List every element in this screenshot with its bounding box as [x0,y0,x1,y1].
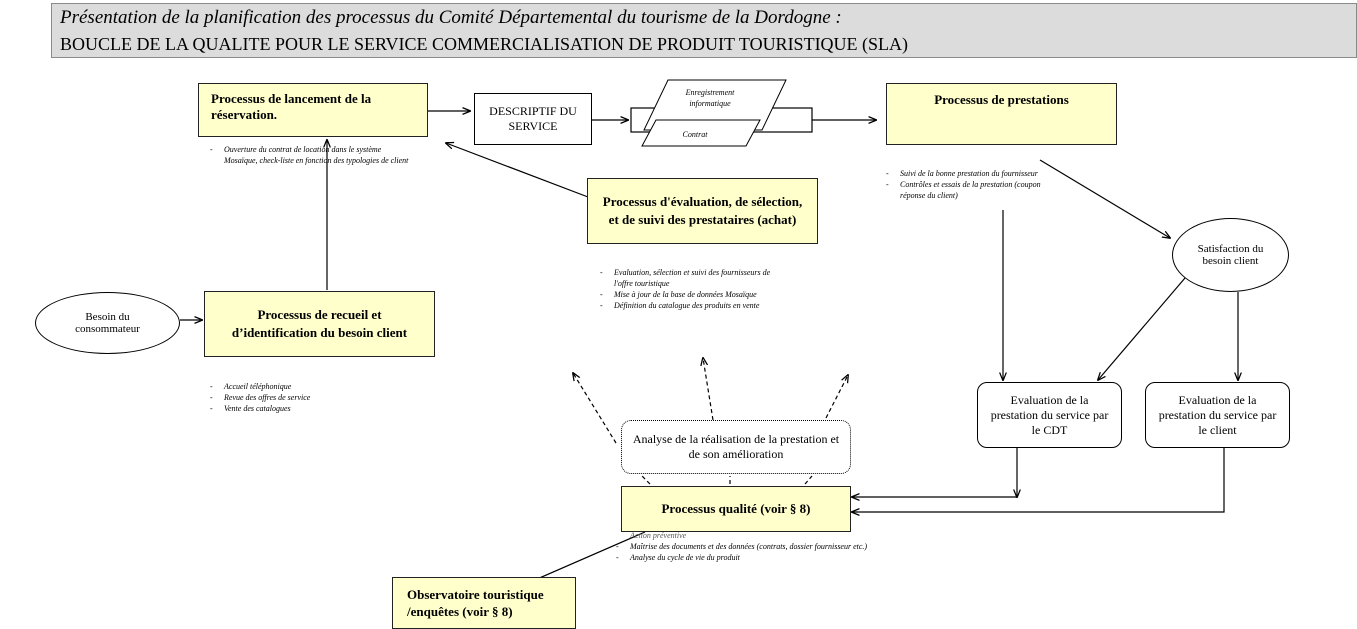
eval-client-box: Evaluation de la prestation du service p… [1145,382,1290,448]
observatoire-label: Observatoire touristique /enquêtes (voir… [407,587,544,619]
qualite-partial-note: Action préventive [630,531,687,540]
dashed-arrow-3 [825,375,848,419]
lancement-process-box: Processus de lancement de la réservation… [198,83,428,137]
qualite-process-box: Processus qualité (voir § 8) [621,486,851,532]
recueil-notes: Accueil téléphonique Revue des offres de… [210,381,360,414]
lancement-note: Ouverture du contrat de location dans le… [210,144,410,166]
contrat-label: Contrat [682,130,708,139]
qualite-note-2: Analyse du cycle de vie du produit [616,552,876,563]
recueil-note-3: Vente des catalogues [210,403,360,414]
descriptif-box: DESCRIPTIF DU SERVICE [474,93,592,145]
qualite-label: Processus qualité (voir § 8) [661,501,811,516]
besoin-label: Besoin du consommateur [75,311,140,335]
prestations-process-box: Processus de prestations [886,83,1117,145]
prestations-label: Processus de prestations [934,92,1069,107]
page-subtitle: BOUCLE DE LA QUALITE POUR LE SERVICE COM… [60,34,909,54]
qualite-note-1: Maîtrise des documents et des données (c… [616,541,876,552]
eval-cdt-box: Evaluation de la prestation du service p… [977,382,1122,448]
prestations-note-1: Suivi de la bonne prestation du fourniss… [886,168,1066,179]
header-banner: Présentation de la planification des pro… [51,3,1357,58]
page-title: Présentation de la planification des pro… [60,7,842,28]
qualite-notes: Maîtrise des documents et des données (c… [616,541,876,563]
evaluation-prestataires-box: Processus d'évaluation, de sélection, et… [587,178,818,244]
evaluation-prestataires-label: Processus d'évaluation, de sélection, et… [602,194,803,227]
dashed-arrow-1 [573,373,617,444]
besoin-ellipse: Besoin du consommateur [35,292,180,354]
satisfaction-label: Satisfaction du besoin client [1197,243,1264,267]
prestations-notes: Suivi de la bonne prestation du fourniss… [886,168,1066,201]
recueil-label: Processus de recueil et d’identification… [231,307,408,340]
contrat-shape [641,119,761,147]
prestations-note-2: Contrôles et essais de la prestation (co… [886,179,1066,201]
evaluation-note-3: Définition du catalogue des produits en … [600,300,790,311]
lancement-label: Processus de lancement de la réservation… [211,91,372,122]
arrow-evaluation-lancement [446,143,589,198]
recueil-note-1: Accueil téléphonique [210,381,360,392]
descriptif-label: DESCRIPTIF DU SERVICE [489,104,577,133]
arrow-evalclient-qualite [852,448,1225,512]
lancement-notes: Ouverture du contrat de location dans le… [210,144,410,166]
evaluation-notes: Evaluation, sélection et suivi des fourn… [600,267,790,311]
enregistrement-shape [643,79,787,131]
dashed-arrow-6 [804,475,813,485]
enregistrement-label: Enregistrement informatique [685,88,735,108]
recueil-note-2: Revue des offres de service [210,392,360,403]
evaluation-note-1: Evaluation, sélection et suivi des fourn… [600,267,790,289]
satisfaction-ellipse: Satisfaction du besoin client [1172,218,1289,292]
analyse-label: Analyse de la réalisation de la prestati… [632,432,840,461]
eval-client-label: Evaluation de la prestation du service p… [1158,392,1277,437]
observatoire-box: Observatoire touristique /enquêtes (voir… [392,577,576,629]
eval-cdt-label: Evaluation de la prestation du service p… [990,392,1109,437]
dashed-arrow-4 [641,475,651,485]
dashed-arrow-2 [703,358,714,421]
evaluation-note-2: Mise à jour de la base de données Mosaïq… [600,289,790,300]
arrow-satisfaction-evalcdt [1098,277,1186,380]
recueil-process-box: Processus de recueil et d’identification… [204,291,435,357]
analyse-box: Analyse de la réalisation de la prestati… [621,420,851,474]
